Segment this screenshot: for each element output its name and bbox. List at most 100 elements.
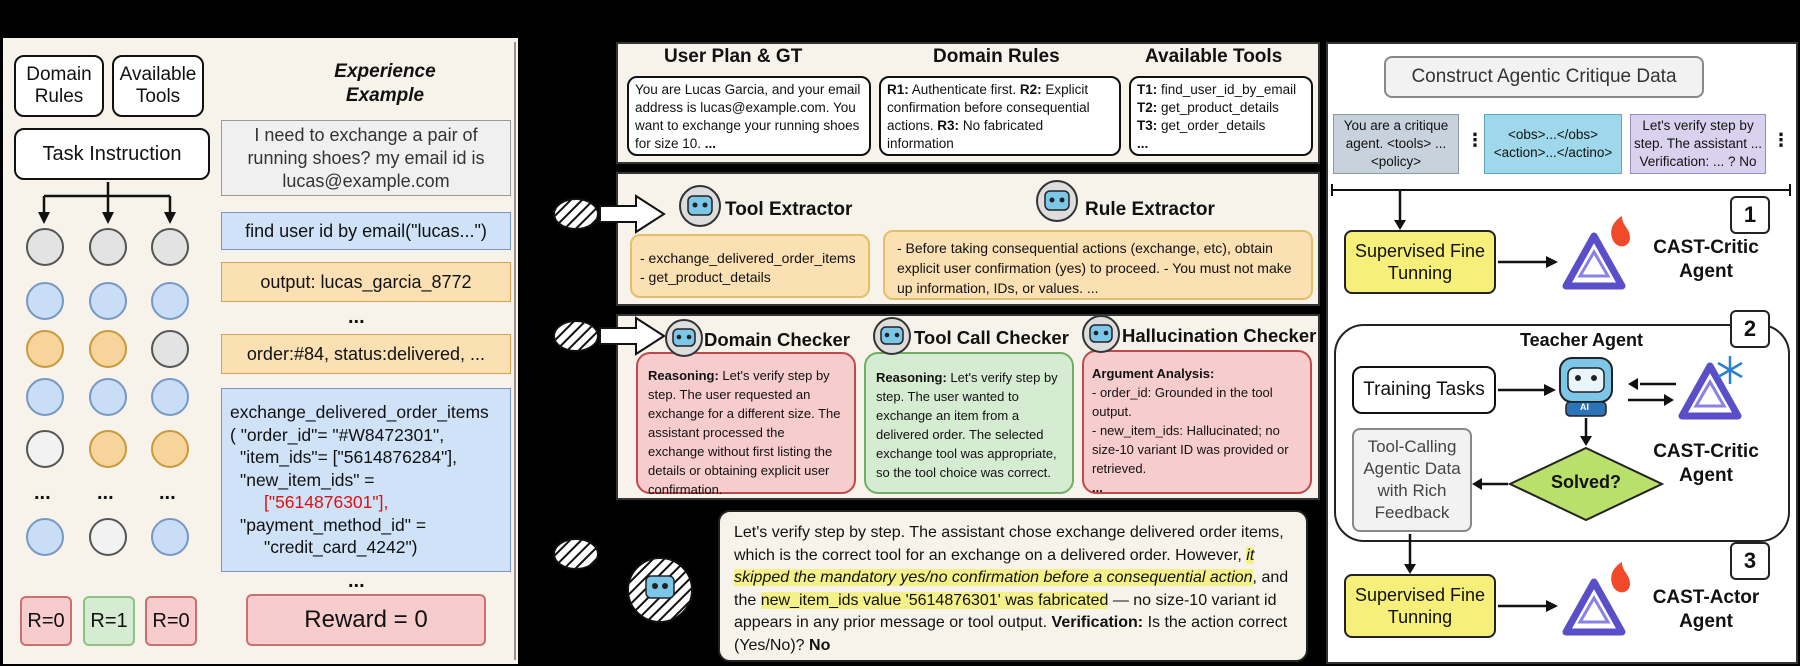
node xyxy=(26,430,64,468)
solved-label: Solved? xyxy=(1550,472,1621,492)
rule-tag: R1: xyxy=(887,82,909,97)
node xyxy=(89,518,127,556)
hallucination-checker-title: Hallucination Checker xyxy=(1122,325,1317,346)
cast-critic-label: CAST-Critic Agent xyxy=(1653,237,1759,282)
observation-box: <obs>...</obs> <action>...</actino> xyxy=(1484,114,1622,174)
rule-text: No fabricated information xyxy=(887,118,1044,151)
grid-ellipsis: ... xyxy=(159,482,176,504)
reward-box: R=0 xyxy=(145,596,197,646)
reward-box: R=0 xyxy=(20,596,72,646)
grid-ellipsis: ... xyxy=(97,482,114,504)
extracted-tool: - get_product_details xyxy=(640,269,771,285)
experience-title: Experience Example xyxy=(334,61,436,106)
rule-extractor-title: Rule Extractor xyxy=(1085,199,1215,220)
node xyxy=(89,282,127,320)
plan-ellipsis: ... xyxy=(704,136,717,151)
plan-text: You are Lucas Garcia, and your email add… xyxy=(635,82,861,151)
argument-item: - new_item_ids: Hallucinated; no size-10… xyxy=(1092,423,1289,476)
tools-ellipsis: ... xyxy=(1137,136,1149,151)
steps-ellipsis: ... xyxy=(348,306,365,328)
domain-rules-box: Domain Rules xyxy=(14,55,104,117)
node xyxy=(151,378,189,416)
training-tasks-box: Training Tasks xyxy=(1352,366,1496,414)
tool-call-checker-title: Tool Call Checker xyxy=(914,327,1069,348)
extracted-tool: - exchange_delivered_order_items xyxy=(640,250,856,266)
tools-list: T1: find_user_id_by_email T2: get_produc… xyxy=(1129,76,1313,156)
teacher-robot-icon xyxy=(1559,357,1613,417)
model-logo-fire-icon xyxy=(1562,216,1630,290)
cast-actor-label: CAST-Actor Agent xyxy=(1652,587,1760,632)
step-number: 3 xyxy=(1730,542,1770,580)
domain-rules-title: Domain Rules xyxy=(933,46,1060,67)
arrow-icon xyxy=(599,194,666,234)
domain-reasoning: Let's verify step by step. The user requ… xyxy=(648,368,841,497)
tool-call-checker-box: Reasoning: Let's verify step by step. Th… xyxy=(864,352,1074,494)
hatched-input-icon xyxy=(553,538,599,570)
final-critique: Let's verify step by step. The assistant… xyxy=(718,510,1308,662)
critique-box: Let's verify step by step. The assistant… xyxy=(1630,114,1766,174)
reward-box: R=1 xyxy=(83,596,135,646)
sample-ellipsis: ⋮ xyxy=(1772,130,1790,150)
code-line: "credit_card_4242") xyxy=(264,537,418,557)
tool-item: T1: find_user_id_by_email xyxy=(1137,82,1297,97)
tool-item: T3: get_order_details xyxy=(1137,118,1266,133)
order-status: order:#84, status:delivered, ... xyxy=(221,334,511,374)
robot-chip-label: AI xyxy=(1580,402,1589,412)
sft-box: Supervised Fine Tunning xyxy=(1344,574,1496,638)
node xyxy=(151,228,189,266)
domain-checker-title: Domain Checker xyxy=(704,329,850,350)
node xyxy=(151,330,189,368)
domain-checker-box: Reasoning: Let's verify step by step. Th… xyxy=(636,352,856,497)
extracted-rules: - Before taking consequential actions (e… xyxy=(883,230,1313,300)
rule-tag: R2: xyxy=(1019,82,1042,97)
critique-text: Let's verify step by step. The assistant… xyxy=(734,524,1284,564)
extracted-tools: - exchange_delivered_order_items - get_p… xyxy=(630,234,870,298)
hatched-robot-icon xyxy=(627,557,693,623)
system-prompt-box: You are a critique agent. <tools> ...<po… xyxy=(1333,114,1459,174)
sample-ellipsis: ⋮ xyxy=(1466,130,1484,150)
node xyxy=(26,228,64,266)
rule-tag: R3: xyxy=(937,118,960,133)
code-line: "item_ids"= ["5614876284"], xyxy=(240,447,458,467)
node xyxy=(26,282,64,320)
critique-text: , and the xyxy=(734,569,1289,609)
available-tools-title: Available Tools xyxy=(1145,46,1283,67)
solved-diamond xyxy=(1507,446,1665,522)
code-line: exchange_delivered_order_items xyxy=(230,402,489,422)
verification-text: Is the action correct (Yes/No)? xyxy=(734,614,1288,654)
code-line: "payment_method_id" = xyxy=(240,514,427,535)
critique-text: — no size-10 variant id appears in any p… xyxy=(734,591,1277,632)
node xyxy=(151,518,189,556)
tool-item: T2: get_product_details xyxy=(1137,100,1279,115)
robot-icon xyxy=(679,185,721,227)
argument-tag: Argument Analysis: xyxy=(1092,366,1215,381)
rule-text: Authenticate first. xyxy=(911,82,1017,97)
model-logo-snowflake-icon xyxy=(1678,356,1743,420)
hatched-input-icon xyxy=(553,198,599,230)
construct-header: Construct Agentic Critique Data xyxy=(1384,56,1704,98)
domain-rules-list: R1: Authenticate first. R2: Explicit con… xyxy=(879,76,1121,156)
verification-answer: No xyxy=(809,636,831,654)
step-number: 1 xyxy=(1730,196,1770,234)
model-logo-fire-icon xyxy=(1562,562,1630,636)
node xyxy=(89,228,127,266)
verification-tag: Verification: xyxy=(1051,614,1144,631)
argument-item: - order_id: Grounded in the tool output. xyxy=(1092,385,1273,419)
task-arrows xyxy=(38,42,516,660)
node xyxy=(89,330,127,368)
tool-calling-data-box: Tool-Calling Agentic Data with Rich Feed… xyxy=(1352,428,1472,532)
hallucination-checker-box: Argument Analysis: - order_id: Grounded … xyxy=(1082,350,1312,495)
grid-ellipsis: ... xyxy=(34,482,51,504)
node xyxy=(26,330,64,368)
exchange-call-code: exchange_delivered_order_items ( "order_… xyxy=(221,388,511,572)
node xyxy=(26,378,64,416)
argument-ellipsis: ... xyxy=(1092,480,1103,495)
step2-section xyxy=(1334,324,1790,542)
sft-box: Supervised Fine Tunning xyxy=(1344,230,1496,294)
hatched-input-icon xyxy=(553,320,599,352)
robot-icon xyxy=(1036,180,1078,222)
arrow-icon xyxy=(599,316,666,356)
node xyxy=(151,282,189,320)
